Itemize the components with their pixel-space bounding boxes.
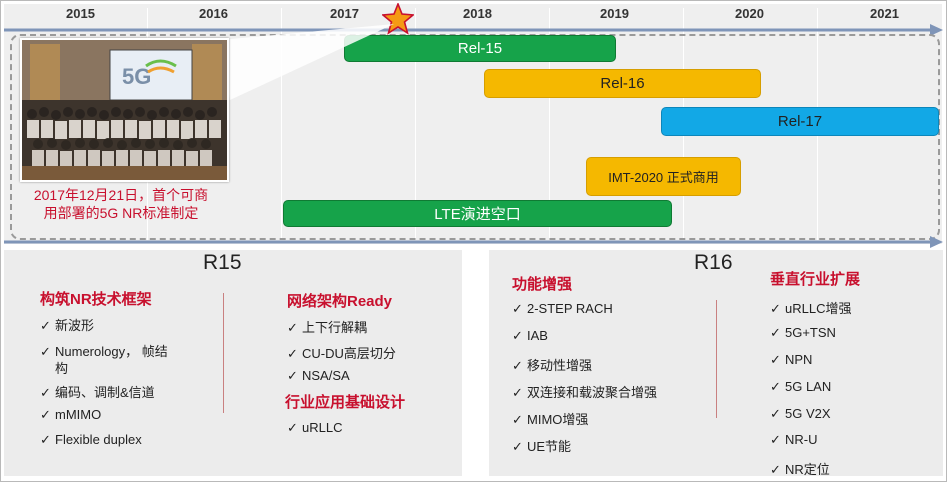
timeline-arrow-bottom	[4, 236, 943, 248]
check-icon: ✓	[40, 432, 51, 447]
list-item: ✓IAB	[512, 328, 548, 343]
check-icon: ✓	[770, 406, 781, 421]
check-icon: ✓	[512, 439, 523, 454]
year-gridline	[281, 8, 282, 240]
list-item: ✓mMIMO	[40, 407, 102, 422]
list-item: ✓uRLLC	[287, 420, 343, 435]
year-label: 2020	[735, 6, 764, 21]
r16-column-divider	[716, 300, 717, 418]
check-icon: ✓	[770, 462, 781, 477]
list-item: ✓NSA/SA	[287, 368, 350, 383]
check-icon: ✓	[512, 412, 523, 427]
list-item: ✓上下行解耦	[287, 320, 368, 335]
check-icon: ✓	[40, 344, 51, 359]
r15-panel	[4, 250, 462, 476]
list-item: ✓NPN	[770, 352, 813, 367]
r16-title: R16	[694, 251, 733, 274]
check-icon: ✓	[40, 407, 51, 422]
list-item: ✓双连接和载波聚合增强	[512, 385, 658, 400]
r16-section-vertical: 垂直行业扩展	[770, 271, 861, 288]
screen-5g-logo: 5G	[122, 64, 151, 89]
star-icon	[382, 3, 414, 35]
bar-rel-17: Rel-17	[661, 107, 939, 136]
callout-wedge	[220, 24, 394, 100]
list-item: ✓2-STEP RACH	[512, 301, 613, 316]
list-item: ✓Flexible duplex	[40, 432, 142, 447]
list-item: ✓CU-DU高层切分	[287, 346, 396, 361]
r15-title: R15	[203, 251, 242, 274]
list-item: ✓新波形	[40, 318, 95, 333]
check-icon: ✓	[512, 385, 523, 400]
check-icon: ✓	[512, 328, 523, 343]
year-label: 2021	[870, 6, 899, 21]
check-icon: ✓	[287, 346, 298, 361]
year-label: 2015	[66, 6, 95, 21]
check-icon: ✓	[770, 325, 781, 340]
year-label: 2018	[463, 6, 492, 21]
group-photo-image: 5G	[22, 40, 227, 180]
list-item: ✓Numerology， 帧结	[40, 344, 168, 359]
r15-section-network: 网络架构Ready	[287, 293, 393, 310]
r15-column-divider	[223, 293, 224, 413]
list-item: ✓uRLLC增强	[770, 301, 852, 316]
photo-caption-line1: 2017年12月21日，首个可商	[33, 187, 209, 203]
bar-lte-evolution: LTE演进空口	[283, 200, 672, 227]
year-gridline	[549, 8, 550, 240]
check-icon: ✓	[770, 301, 781, 316]
photo-caption: 2017年12月21日，首个可商 用部署的5G NR标准制定	[12, 186, 230, 222]
r16-section-enhancements: 功能增强	[512, 276, 573, 293]
check-icon: ✓	[287, 420, 298, 435]
meeting-photo: 5G	[20, 38, 229, 182]
bar-imt-2020: IMT-2020 正式商用	[586, 157, 741, 196]
list-item: ✓UE节能	[512, 439, 572, 454]
check-icon: ✓	[770, 352, 781, 367]
list-item: ✓MIMO增强	[512, 412, 589, 427]
list-item-continuation: 构	[55, 361, 69, 376]
r15-section-nr-framework: 构筑NR技术框架	[40, 291, 152, 308]
list-item: ✓移动性增强	[512, 358, 593, 373]
timeline-arrow-top	[4, 24, 943, 36]
list-item: ✓NR定位	[770, 462, 830, 477]
list-item: ✓5G LAN	[770, 379, 832, 394]
check-icon: ✓	[287, 368, 298, 383]
year-label: 2017	[330, 6, 359, 21]
photo-caption-line2: 用部署的5G NR标准制定	[43, 205, 199, 221]
list-item: ✓5G+TSN	[770, 325, 836, 340]
check-icon: ✓	[770, 432, 781, 447]
check-icon: ✓	[512, 358, 523, 373]
bar-rel-16: Rel-16	[484, 69, 761, 98]
check-icon: ✓	[287, 320, 298, 335]
check-icon: ✓	[40, 318, 51, 333]
r15-section-industry: 行业应用基础设计	[285, 394, 406, 411]
year-gridline	[415, 8, 416, 240]
year-label: 2016	[199, 6, 228, 21]
list-item: ✓5G V2X	[770, 406, 831, 421]
list-item: ✓编码、调制&信道	[40, 385, 155, 400]
bar-rel-15: Rel-15	[344, 35, 616, 62]
check-icon: ✓	[40, 385, 51, 400]
list-item: ✓NR-U	[770, 432, 818, 447]
check-icon: ✓	[512, 301, 523, 316]
year-label: 2019	[600, 6, 629, 21]
check-icon: ✓	[770, 379, 781, 394]
